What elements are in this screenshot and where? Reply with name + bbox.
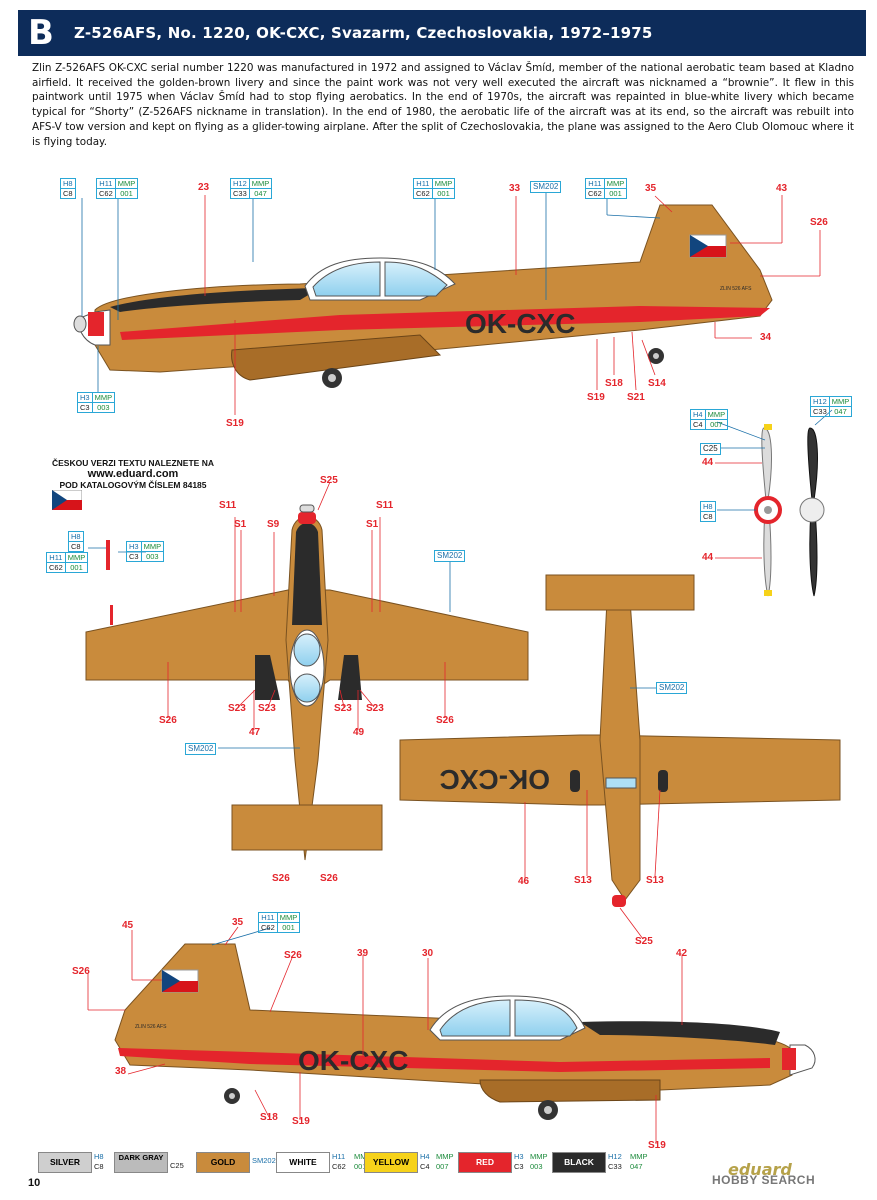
callout-s9: S9 [267, 519, 280, 530]
czech-flag-icon [52, 490, 82, 510]
right-registration: OK-CXC [298, 1045, 408, 1076]
callout-s1: S1 [234, 519, 247, 530]
plan-view-top [85, 504, 529, 861]
eduard-logo: eduard [728, 1160, 792, 1179]
left-profile-view: OK-CXC ZLIN 526 AFS [73, 204, 773, 388]
callout-s26: S26 [436, 715, 454, 726]
callout-s21: S21 [627, 392, 645, 403]
callout-s25: S25 [320, 475, 338, 486]
callout-s13: S13 [646, 875, 664, 886]
right-profile-view: OK-CXC ZLIN 526 AFS [114, 943, 816, 1120]
sm202-label: SM202 [656, 682, 688, 694]
callout-44: 44 [702, 552, 714, 563]
callout-s11: S11 [376, 500, 394, 511]
c25-label: C25 [700, 443, 721, 455]
plan-view-bottom: OK-CXC [399, 574, 841, 907]
callout-s19: S19 [648, 1140, 666, 1151]
callout-s19: S19 [587, 392, 605, 403]
callout-s23: S23 [334, 703, 352, 714]
callout-s13: S13 [574, 875, 592, 886]
profile-letter: B [28, 13, 54, 53]
callout-38: 38 [115, 1066, 127, 1077]
callout-44: 44 [702, 457, 714, 468]
callout-s1: S1 [366, 519, 379, 530]
callout-s19: S19 [292, 1116, 310, 1127]
callout-47: 47 [249, 727, 261, 738]
left-fin-text: ZLIN 526 AFS [720, 286, 752, 292]
left-registration: OK-CXC [465, 308, 575, 339]
propeller-black [799, 427, 825, 597]
callout-s23: S23 [366, 703, 384, 714]
callout-30: 30 [422, 948, 434, 959]
callout-s26: S26 [320, 873, 338, 884]
callout-s18: S18 [260, 1112, 278, 1123]
callout-lines [87, 195, 821, 1144]
callout-s26: S26 [284, 950, 302, 961]
callout-s11: S11 [219, 500, 237, 511]
callout-45: 45 [122, 920, 134, 931]
sm202-label: SM202 [530, 181, 562, 193]
eduard-url[interactable]: www.eduard.com [87, 468, 179, 480]
callout-s26: S26 [159, 715, 177, 726]
callout-34: 34 [760, 332, 772, 343]
callout-s23: S23 [258, 703, 276, 714]
callout-39: 39 [357, 948, 369, 959]
sm202-label: SM202 [434, 550, 466, 562]
czech-version-note: ČESKOU VERZI TEXTU NALEZNETE NA www.edua… [52, 458, 214, 490]
profile-title: Z-526AFS, No. 1220, OK-CXC, Svazarm, Cze… [74, 24, 653, 42]
callout-46: 46 [518, 876, 530, 887]
bottom-registration: OK-CXC [440, 764, 550, 795]
callout-s23: S23 [228, 703, 246, 714]
sm202-label: SM202 [185, 743, 217, 755]
history-text: Zlin Z-526AFS OK-CXC serial number 1220 … [32, 62, 854, 148]
callout-s14: S14 [648, 378, 666, 389]
callout-s26: S26 [272, 873, 290, 884]
hobbysearch-watermark: HOBBY SEARCH [712, 1173, 816, 1187]
callout-35: 35 [232, 917, 244, 928]
callout-s18: S18 [605, 378, 623, 389]
callout-35: 35 [645, 183, 657, 194]
callout-49: 49 [353, 727, 365, 738]
callout-42: 42 [676, 948, 688, 959]
callout-23: 23 [198, 182, 210, 193]
page-number: 10 [28, 1177, 41, 1189]
callout-s26: S26 [72, 966, 90, 977]
callout-33: 33 [509, 183, 521, 194]
callout-s26: S26 [810, 217, 828, 228]
propeller-silver [754, 424, 782, 597]
callout-s25: S25 [635, 936, 653, 947]
callout-43: 43 [776, 183, 788, 194]
profile-header: B Z-526AFS, No. 1220, OK-CXC, Svazarm, C… [18, 10, 866, 56]
callout-s19: S19 [226, 418, 244, 429]
right-fin-text: ZLIN 526 AFS [135, 1024, 167, 1030]
